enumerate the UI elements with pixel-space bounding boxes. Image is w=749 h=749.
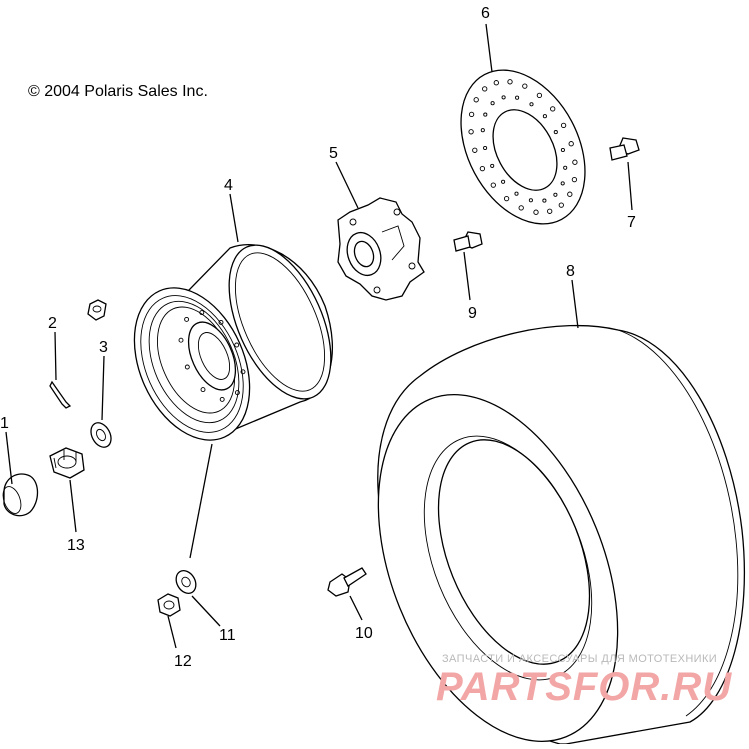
bolt-hole [473,97,479,103]
bolt-hole [542,114,547,119]
bolt-hole [515,95,520,100]
bolt-hole [184,316,190,322]
callout-13: 13 [67,537,85,554]
tire-icon [377,324,745,745]
watermark: ЗАПЧАСТИ И АКСЕССУАРЫ ДЛЯ МОТОТЕХНИКИ PA… [436,653,732,709]
bolt-hole [507,79,513,85]
copyright-notice: © 2004 Polaris Sales Inc. [28,83,208,100]
washer-icon [90,422,112,448]
bolt-hole [240,369,246,375]
bolt-hole [536,92,543,99]
bolt-hole [490,101,495,106]
callout-6: 6 [481,5,490,22]
watermark-tagline: ЗАПЧАСТИ И АКСЕССУАРЫ ДЛЯ МОТОТЕХНИКИ [442,653,717,665]
wheel-rim-icon [133,244,333,441]
bolt-hole [533,209,539,215]
callout-11: 11 [219,627,236,644]
bolt-hole [479,165,486,172]
bolt-hole [568,141,574,147]
lug-nut-icon [87,299,107,321]
bolt-hole [567,191,573,197]
bolt-hole [563,165,568,170]
bolt-hole [468,129,474,135]
callout-8: 8 [566,263,575,280]
hub-cap-icon [2,473,39,517]
bolt-hole [560,122,567,129]
bolt-hole [483,112,488,117]
bolt-hole [178,337,184,343]
bolt-hole [490,163,495,168]
callout-3: 3 [99,339,108,356]
castle-nut-icon [49,447,85,479]
bolt-hole [219,396,225,402]
bolt-hole [553,192,558,197]
bolt-hole [518,205,524,211]
bolt-hole [218,319,224,325]
callout-2: 2 [48,315,57,332]
bolt-hole [501,95,506,100]
callout-numbers: 1 2 3 4 5 6 7 8 9 10 11 12 13 [0,5,636,670]
bolt-hole [468,111,475,118]
wheel-hub-icon [337,197,425,301]
callout-12: 12 [174,653,192,670]
bolt-hole [483,145,488,151]
bolt-hole [529,102,534,107]
bolt-hole [472,147,478,153]
callout-7: 7 [627,214,636,231]
bolt-icon [453,231,483,252]
bolt-hole [482,86,488,92]
bolt-hole [503,195,510,202]
bolt-hole [514,191,519,196]
bolt-hole [571,176,578,183]
callout-1: 1 [0,415,9,432]
brake-disc-icon [460,69,586,225]
bolt-hole [522,83,528,89]
lug-nut-icon [157,593,181,617]
bolt-hole [234,390,240,396]
washer-icon [175,570,197,594]
bolt-hole [547,208,553,214]
bolt-hole [560,147,565,153]
bolt-hole [542,198,547,203]
bolt-hole [493,80,499,86]
bolt-hole [199,310,205,316]
bolt-hole [553,130,558,135]
bolt-hole [490,182,496,188]
bolt-hole [200,387,206,393]
bolt-hole [528,198,533,203]
watermark-brand: PARTSFOR.RU [436,665,732,709]
bolt-hole [550,106,556,112]
bolt-hole [558,202,564,208]
leader-lines [5,23,633,649]
cotter-pin-icon [49,380,72,409]
wheel-stud-icon [327,567,367,597]
bolt-hole [234,342,240,348]
callout-5: 5 [329,145,338,162]
bolt-icon [609,137,640,161]
bolt-hole [501,179,506,184]
bolt-hole [480,128,485,133]
bolt-hole [572,159,578,165]
bolt-hole [560,181,565,186]
callout-9: 9 [468,305,477,322]
bolt-hole [184,364,190,370]
callout-4: 4 [224,177,233,194]
callout-10: 10 [355,625,373,642]
